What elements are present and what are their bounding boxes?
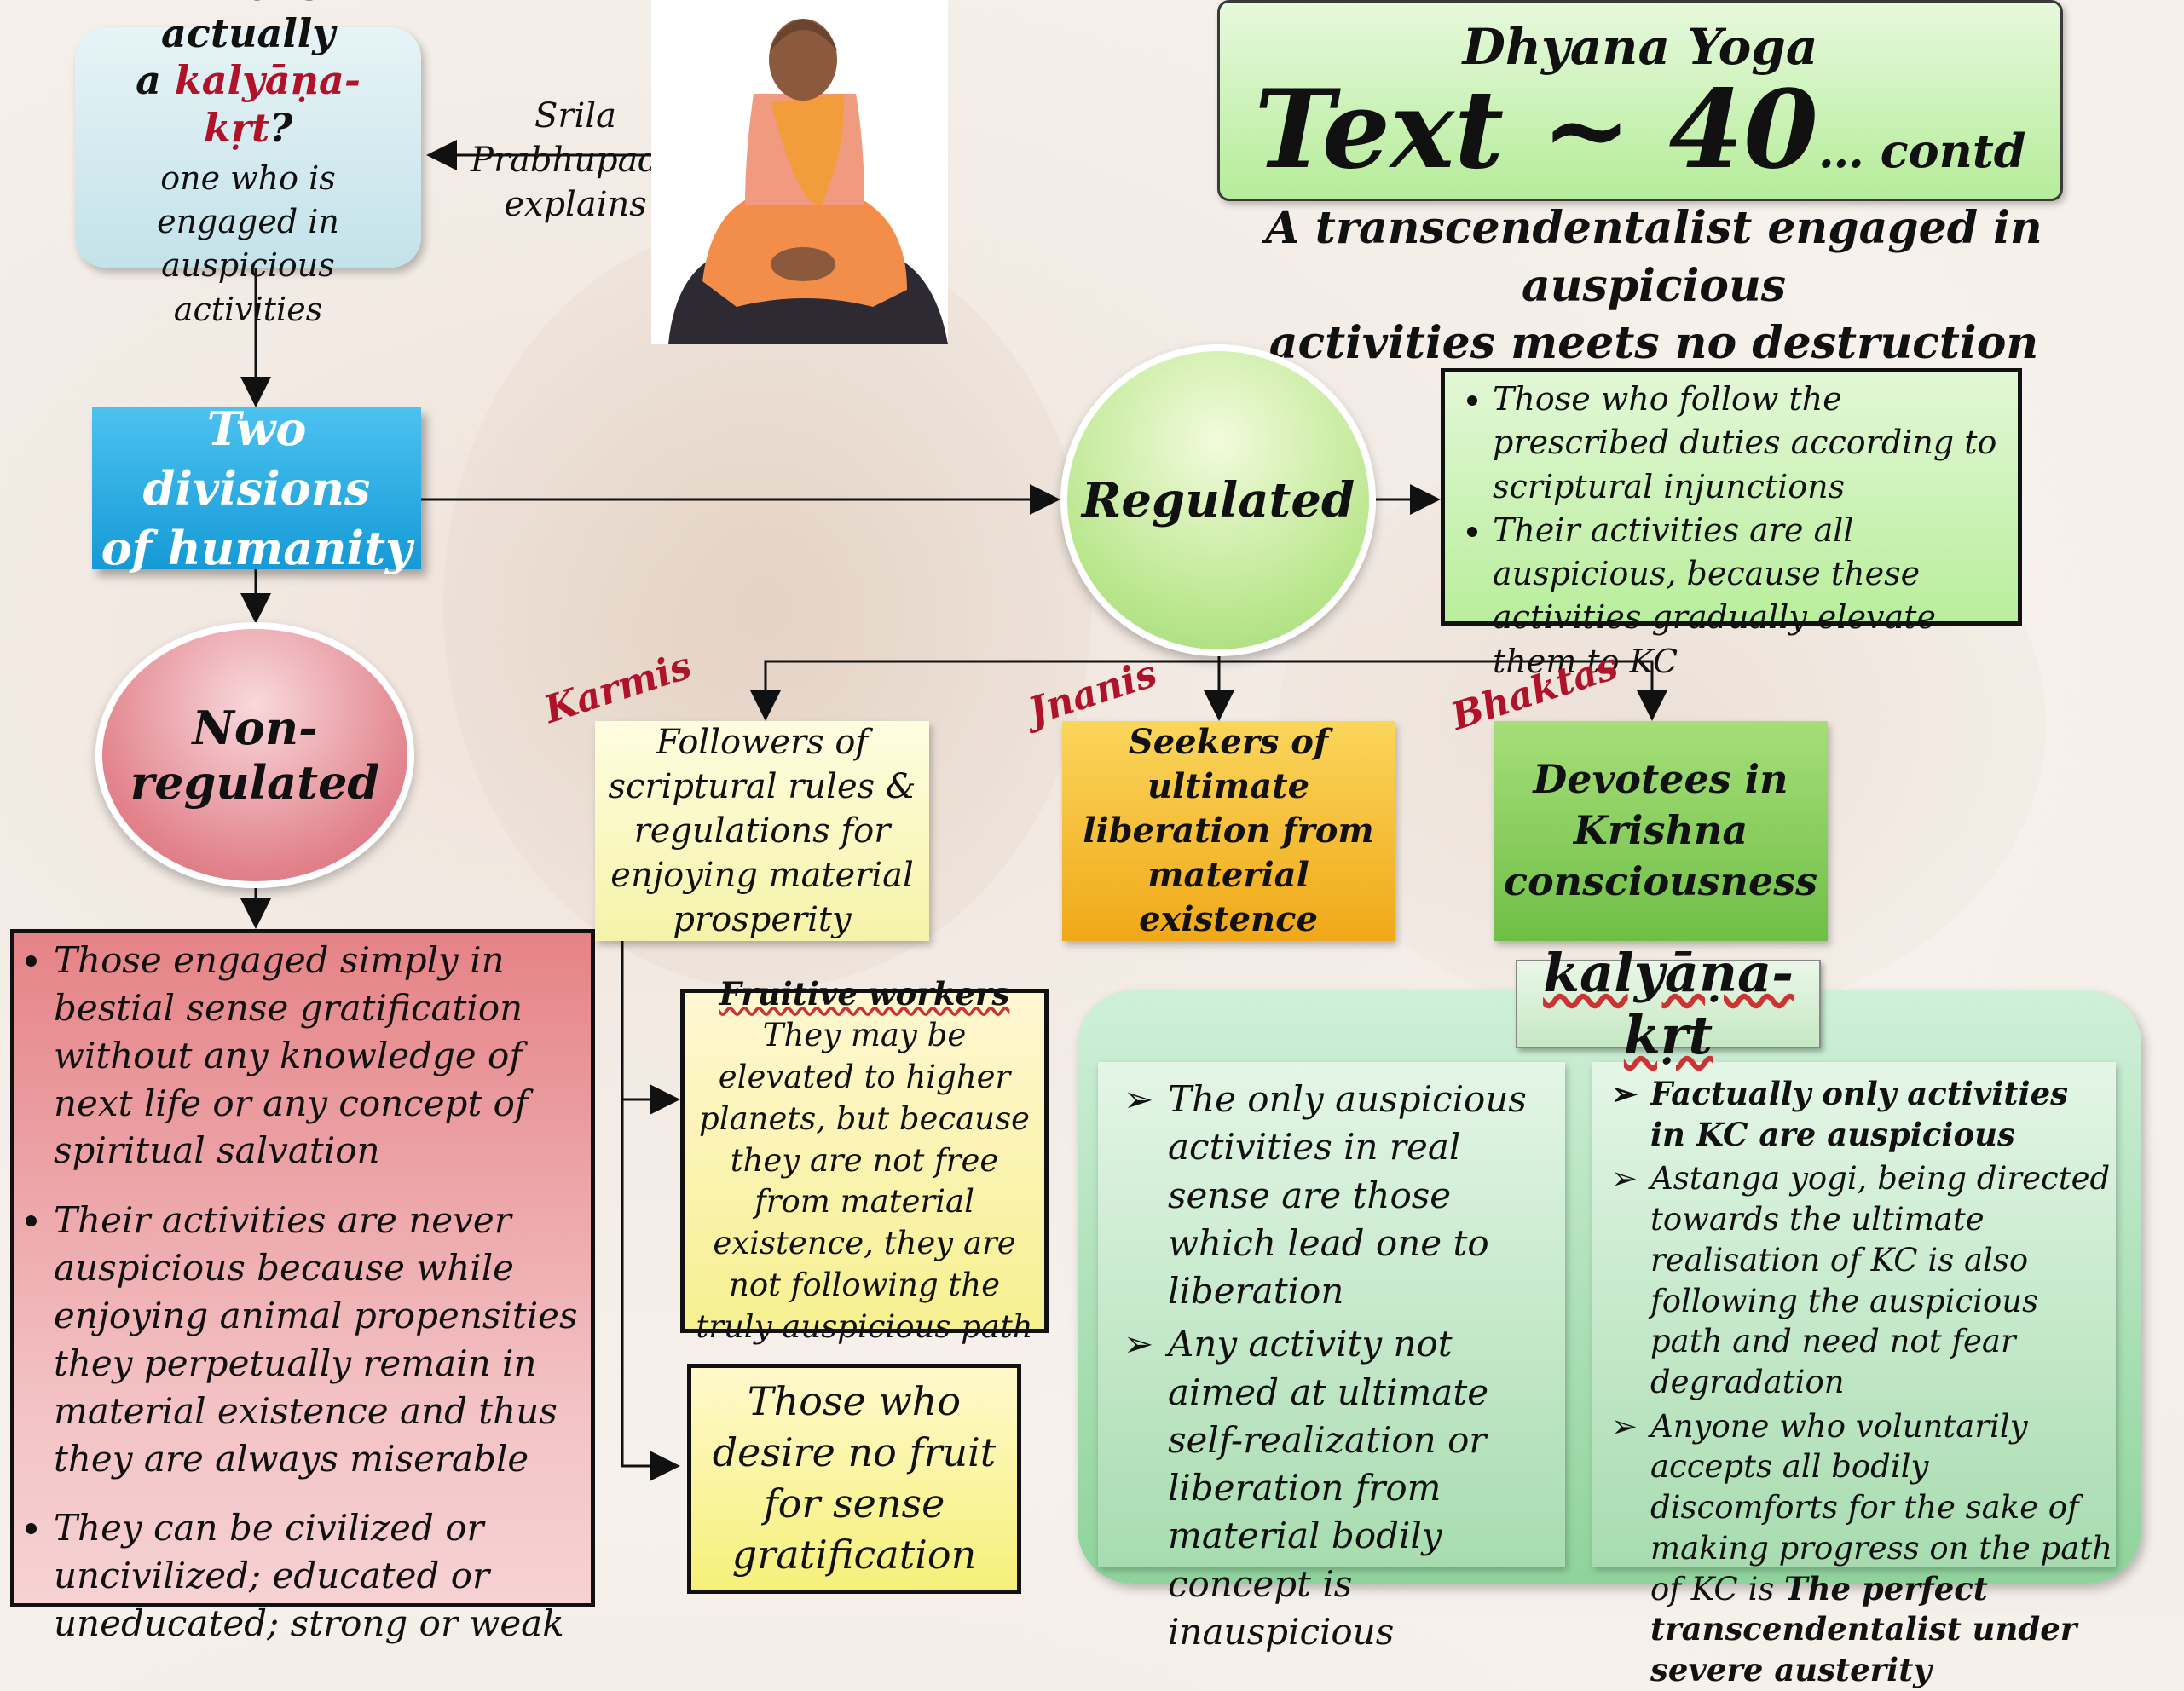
- kalyana-left-column: The only auspicious activities in real s…: [1098, 1062, 1565, 1653]
- question-answer: one who is engaged in auspicious activit…: [157, 159, 339, 328]
- prabhupada-label: Srila Prabhupada explains: [471, 96, 680, 224]
- non-regulated-point: Their activities are never auspicious be…: [54, 1197, 582, 1482]
- scroll-title-dhyana-yoga: Dhyana Yoga: [1462, 18, 1818, 76]
- kalyana-right-column: Factually only activities in KC are ausp…: [1592, 1062, 2116, 1688]
- jnanis-box: Seekers of ultimate liberation from mate…: [1062, 721, 1395, 941]
- kalyana-krt-term: kalyāṇa-kṛt: [174, 57, 361, 151]
- title-scroll: Dhyana Yoga Text ~ 40… contd: [1217, 0, 2063, 201]
- karmis-box: Followers of scriptural rules & regulati…: [595, 721, 929, 941]
- kalyana-right-point: Astanga yogi, being directed towards the…: [1611, 1158, 2112, 1402]
- non-regulated-description: Those engaged simply in bestial sense gr…: [10, 929, 595, 1644]
- non-regulated-point: They can be civilized or uncivilized; ed…: [54, 1504, 582, 1648]
- non-regulated-circle: Non-regulated: [95, 622, 414, 888]
- non-regulated-point: Those engaged simply in bestial sense gr…: [54, 937, 582, 1174]
- fruitive-workers-text: They may be elevated to higher planets, …: [696, 1017, 1033, 1345]
- kalyana-right-point: Factually only activities in KC are ausp…: [1611, 1074, 2112, 1155]
- fruitive-workers-box: Fruitive workers They may be elevated to…: [680, 975, 1049, 1345]
- regulated-description: Those who follow the prescribed duties a…: [1441, 368, 2022, 680]
- prabhupada-photo: [651, 0, 948, 344]
- question-box: Who is actually a kalyāṇa-kṛt? one who i…: [75, 0, 421, 328]
- fruitive-workers-heading: Fruitive workers: [719, 975, 1010, 1013]
- bhaktas-box: Devotees in Krishna consciousness: [1494, 721, 1828, 941]
- regulated-point: Their activities are all auspicious, bec…: [1493, 509, 2004, 684]
- scroll-title-text-40: Text ~ 40… contd: [1254, 66, 2026, 193]
- regulated-point: Those who follow the prescribed duties a…: [1493, 378, 2004, 509]
- header-subtitle: A transcendentalist engaged in auspiciou…: [1265, 202, 2042, 370]
- connector-lines: [240, 140, 1667, 1481]
- kalyana-krt-title: kalyāṇa-kṛt: [1516, 942, 1821, 1066]
- seated-figure-illustration: [651, 0, 948, 344]
- kalyana-left-point: The only auspicious activities in real s…: [1124, 1076, 1557, 1315]
- question-title: Who is actually a kalyāṇa-kṛt?: [136, 0, 361, 151]
- regulated-circle: Regulated: [1060, 344, 1376, 656]
- kalyana-left-point: Any activity not aimed at ultimate self-…: [1124, 1320, 1557, 1656]
- kalyana-right-point: Anyone who voluntarily accepts all bodil…: [1611, 1406, 2112, 1691]
- no-fruit-box: Those who desire no fruit for sense grat…: [687, 1364, 1021, 1594]
- two-divisions-box: Two divisions of humanity: [92, 401, 421, 575]
